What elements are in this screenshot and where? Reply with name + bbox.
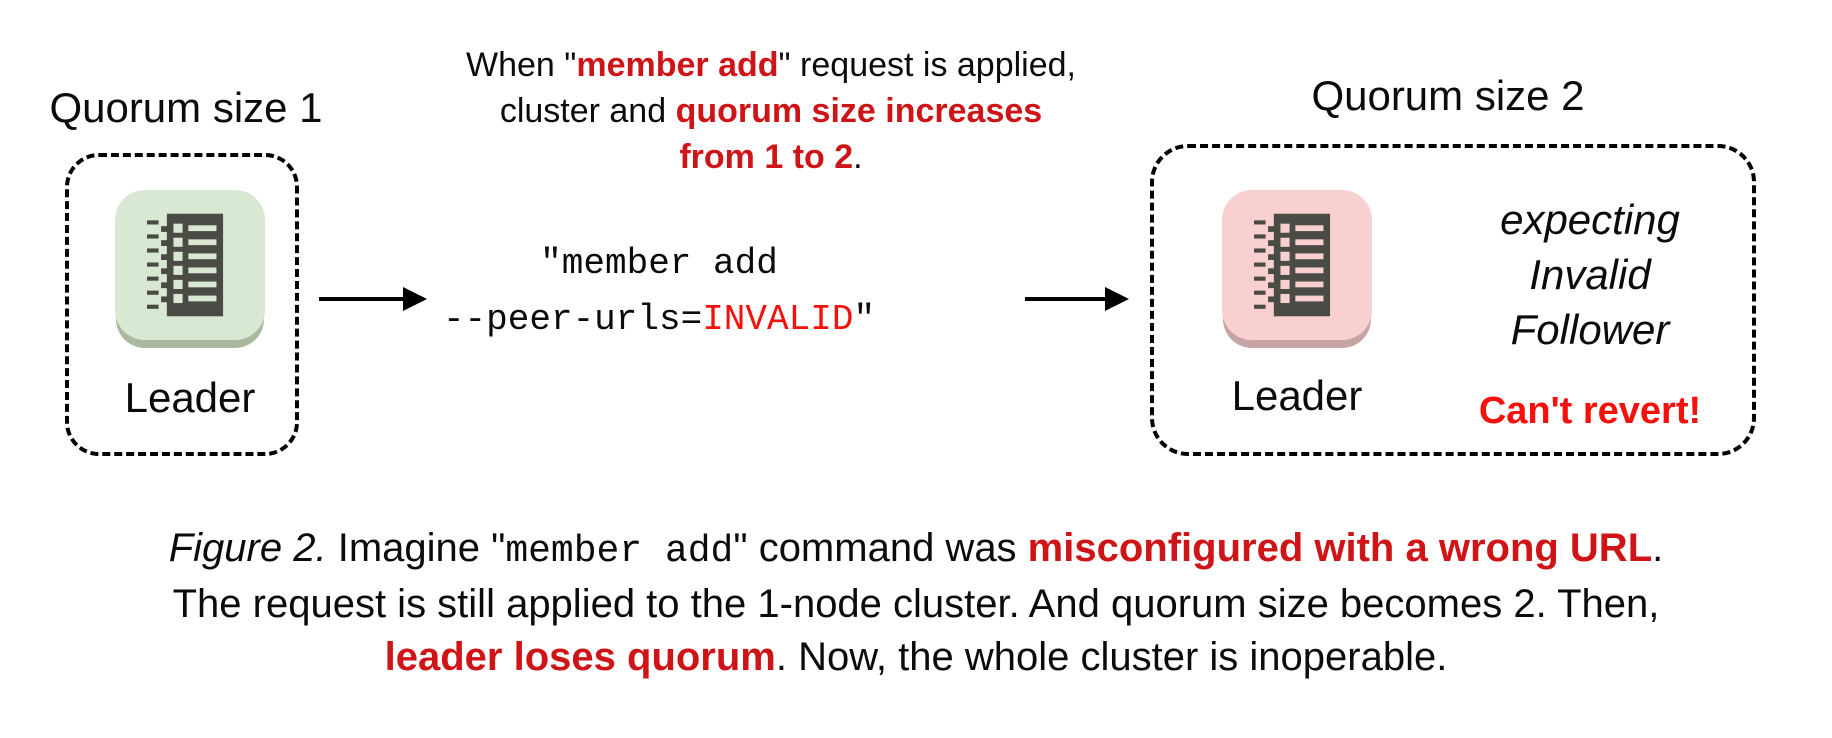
command-close-quote: " — [853, 299, 876, 340]
annotation-text: . — [853, 138, 863, 176]
arrow-head — [1105, 287, 1129, 311]
cant-revert-warning: Can't revert! — [1478, 390, 1702, 432]
caption-text: Imagine " — [326, 526, 506, 570]
figure-number: Figure 2. — [168, 526, 327, 570]
caption-line-1: Figure 2. Imagine "member add" command w… — [0, 522, 1832, 578]
expecting-follower-status: expecting Invalid Follower — [1428, 192, 1752, 357]
caption-command: member add — [505, 530, 734, 573]
caption-text: . Now, the whole cluster is inoperable. — [775, 635, 1448, 679]
annotation-highlight: member add — [576, 46, 779, 84]
command-line-2: --peer-urls=INVALID" — [438, 292, 880, 348]
status-line-2: Invalid — [1529, 251, 1651, 298]
caption-highlight: misconfigured with a wrong URL — [1027, 526, 1653, 570]
member-add-command: "member add --peer-urls=INVALID" — [438, 236, 880, 348]
right-cluster-title: Quorum size 2 — [1311, 72, 1585, 119]
annotation-line-2: cluster and quorum size increases — [420, 88, 1122, 134]
command-line-1: "member add — [540, 243, 778, 284]
arrow-right-icon — [1025, 286, 1129, 312]
figure-caption: Figure 2. Imagine "member add" command w… — [0, 522, 1832, 684]
annotation-line-1: When "member add" request is applied, — [420, 42, 1122, 88]
status-line-3: Follower — [1510, 306, 1670, 353]
annotation-text: cluster and — [499, 92, 676, 130]
caption-highlight: leader loses quorum — [384, 635, 776, 679]
right-cluster-box — [1150, 144, 1756, 456]
command-flag: --peer-urls= — [442, 299, 703, 340]
left-leader-node — [115, 190, 265, 340]
annotation-highlight: from 1 to 2 — [679, 138, 854, 176]
etcd-member-icon — [1254, 213, 1331, 317]
status-line-1: expecting — [1500, 196, 1680, 243]
arrow-shaft — [319, 297, 403, 301]
arrow-head — [403, 287, 427, 311]
right-leader-label: Leader — [1231, 372, 1363, 419]
annotation-highlight: quorum size increases — [675, 92, 1043, 130]
etcd-member-icon — [147, 213, 224, 317]
left-cluster-title: Quorum size 1 — [49, 84, 323, 131]
arrow-shaft — [1025, 297, 1105, 301]
right-leader-node — [1222, 190, 1372, 340]
left-cluster-box — [65, 153, 299, 456]
caption-text: . — [1652, 526, 1664, 570]
caption-line-2: The request is still applied to the 1-no… — [172, 582, 1660, 626]
command-invalid-value: INVALID — [702, 299, 854, 340]
member-add-annotation: When "member add" request is applied, cl… — [420, 42, 1122, 180]
annotation-text: " request is applied, — [778, 46, 1076, 84]
caption-text: " command was — [733, 526, 1028, 570]
annotation-text: When " — [466, 46, 577, 84]
arrow-right-icon — [319, 286, 427, 312]
left-leader-label: Leader — [124, 374, 256, 421]
caption-line-3: leader loses quorum. Now, the whole clus… — [0, 631, 1832, 684]
annotation-line-3: from 1 to 2. — [420, 134, 1122, 180]
